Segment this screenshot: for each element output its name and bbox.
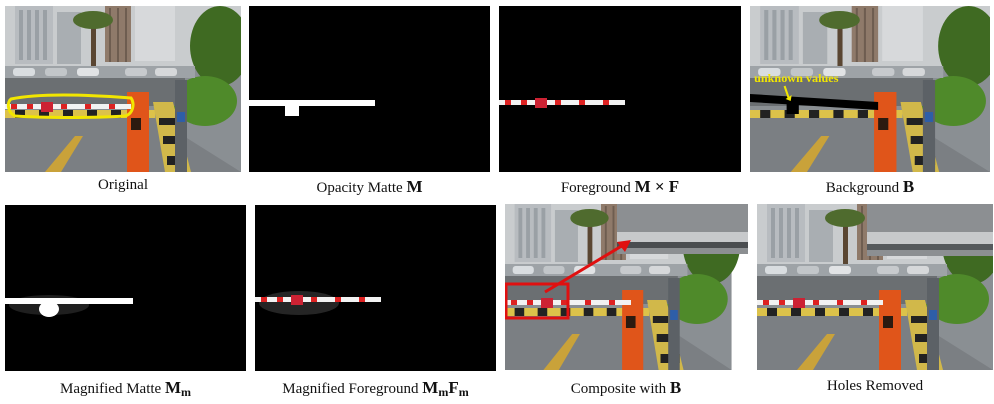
caption-magnified-foreground: Magnified Foreground MmFm	[282, 378, 469, 399]
caption-foreground: Foreground M × F	[560, 177, 680, 196]
caption-original: Original	[98, 177, 148, 193]
opacity-matte-image	[249, 6, 490, 172]
original-image	[5, 6, 241, 172]
foreground-image	[499, 6, 741, 172]
unknown-values-label: unknown values	[754, 71, 839, 85]
magnified-foreground-image	[255, 205, 496, 371]
caption-holes-removed: Holes Removed	[826, 378, 924, 394]
caption-background: Background B	[825, 177, 915, 196]
magnified-matte-image	[5, 205, 246, 371]
background-image: unknown values	[750, 6, 990, 172]
caption-composite: Composite with B	[570, 378, 682, 397]
caption-opacity-matte: Opacity Matte M	[316, 177, 423, 196]
caption-magnified-matte: Magnified Matte Mm	[59, 378, 192, 399]
highlight-box	[505, 282, 570, 320]
yellow-annotation-outline	[6, 93, 135, 119]
composite-image	[505, 204, 993, 372]
